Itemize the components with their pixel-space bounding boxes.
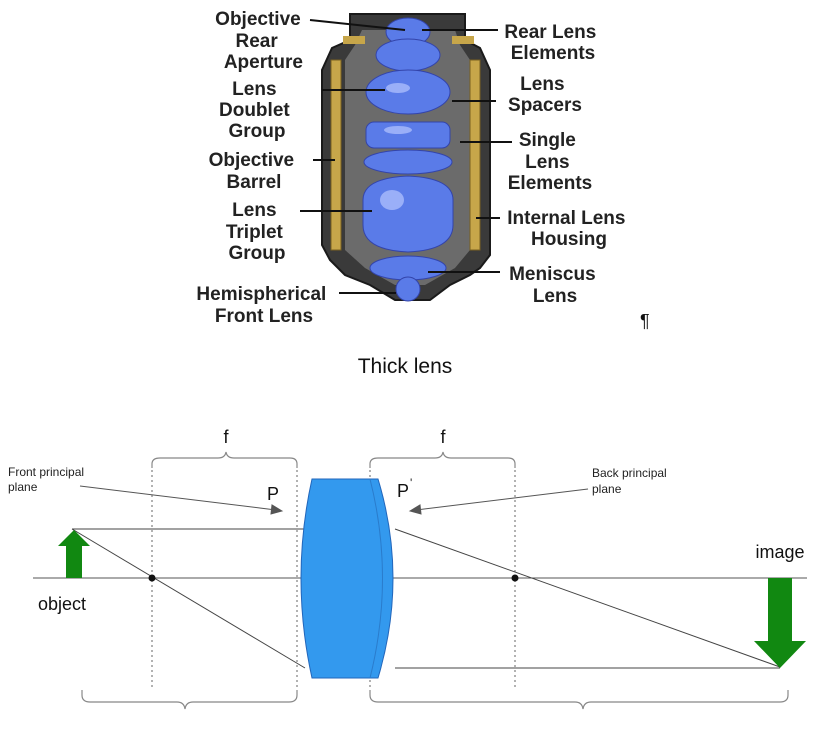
label-objective-rear-aperture: Objective Rear Aperture xyxy=(215,9,306,73)
front-focal-point xyxy=(148,574,156,582)
back-principal-plane-label: Back principal plane xyxy=(592,466,670,496)
object-distance-brace xyxy=(81,690,298,710)
front-plane-pointer-head xyxy=(270,504,284,515)
back-focal-point xyxy=(511,574,519,582)
lens-triplet-group xyxy=(362,175,454,253)
front-principal-plane-label: Front principal plane xyxy=(8,465,87,494)
lens-spacer-left xyxy=(330,59,342,251)
label-lens-doublet-group: Lens Doublet Group xyxy=(219,79,295,142)
rear-lens-element-2 xyxy=(375,38,441,72)
right-callouts: Rear Lens Elements Lens Spacers Single L… xyxy=(504,22,631,307)
object-label: object xyxy=(38,594,86,614)
label-hemispherical-front-lens: Hemispherical Front Lens xyxy=(196,284,331,327)
image-distance-brace xyxy=(369,690,789,710)
ray-through-front-focus xyxy=(71,528,306,669)
lens-spacer-right xyxy=(469,59,481,251)
focal-brace-right xyxy=(369,451,516,468)
object-arrow xyxy=(58,530,90,578)
rear-aperture-ring-right xyxy=(452,36,474,44)
figure-caption: Thick lens xyxy=(358,355,453,378)
label-internal-lens-housing: Internal Lens Housing xyxy=(507,208,631,250)
thick-lens-shape xyxy=(300,478,394,679)
label-objective-barrel: Objective Barrel xyxy=(209,150,300,193)
back-plane-pointer-head xyxy=(408,504,422,515)
principal-point-front-label: P xyxy=(267,484,279,504)
label-lens-triplet-group: Lens Triplet Group xyxy=(226,200,288,264)
focal-length-right-label: f xyxy=(440,427,446,447)
left-callouts: Objective Rear Aperture Lens Doublet Gro… xyxy=(196,9,331,327)
label-rear-lens-elements: Rear Lens Elements xyxy=(504,22,601,64)
label-meniscus-lens: Meniscus Lens xyxy=(509,264,601,307)
objective-cutaway xyxy=(321,13,491,302)
label-single-lens-elements: Single Lens Elements xyxy=(508,130,592,194)
label-lens-spacers: Lens Spacers xyxy=(508,74,582,116)
principal-point-back-prime: ' xyxy=(410,476,412,490)
right-leader-lines xyxy=(422,29,512,273)
focal-brace-left xyxy=(151,451,298,468)
principal-point-back-label: P xyxy=(397,481,409,501)
single-lens-element-2 xyxy=(363,149,453,175)
left-leader-lines xyxy=(300,19,406,294)
hemispherical-front-lens xyxy=(395,276,421,302)
meniscus-lens xyxy=(369,255,447,281)
image-label: image xyxy=(755,542,804,562)
thick-lens-interface xyxy=(369,478,383,679)
back-plane-pointer xyxy=(415,488,589,511)
lens-doublet-group xyxy=(365,69,451,115)
ray-paths xyxy=(71,528,781,669)
focal-length-left-label: f xyxy=(223,427,229,447)
image-arrow xyxy=(754,578,806,668)
rear-aperture-ring-left xyxy=(343,36,365,44)
single-lens-element-1 xyxy=(365,121,451,149)
ray-through-focus-out xyxy=(394,528,781,668)
front-plane-pointer xyxy=(79,485,277,511)
thick-lens-diagram: f f object image F xyxy=(8,427,807,710)
pilcrow-mark: ¶ xyxy=(640,311,650,331)
